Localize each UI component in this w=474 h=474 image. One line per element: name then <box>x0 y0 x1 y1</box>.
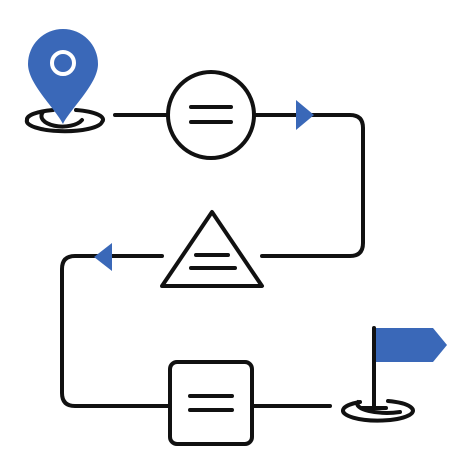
location-pin-icon <box>24 29 106 134</box>
step-circle-node <box>166 70 256 160</box>
direction-arrow-left-icon <box>94 243 112 271</box>
step-square-node <box>168 360 254 446</box>
finish-flag-icon <box>341 326 447 423</box>
connector-path <box>60 113 365 408</box>
step-triangle-node <box>160 210 264 288</box>
direction-arrow-right-icon <box>296 100 314 130</box>
